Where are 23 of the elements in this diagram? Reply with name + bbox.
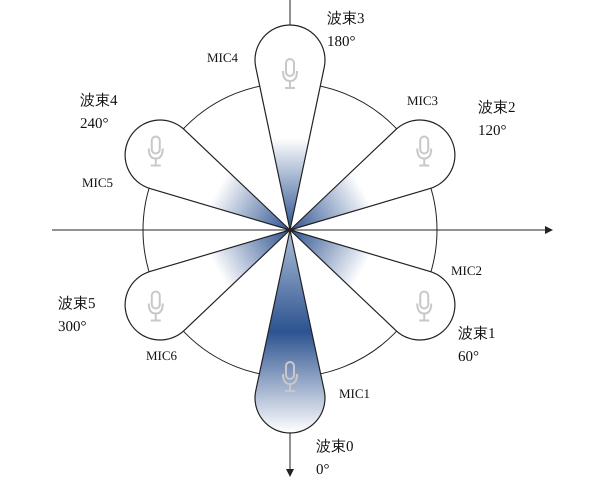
beam-label: 波束1 (458, 324, 496, 344)
beam-label: 波束3 (327, 10, 364, 29)
beam-label: 120° (478, 122, 508, 141)
mic-label: MIC3 (407, 93, 438, 109)
beam-label: 波束5 (58, 294, 96, 314)
beam-lobe (289, 119, 456, 231)
beam-label: 波束2 (478, 98, 516, 118)
beam-label: 波束0 (316, 438, 354, 457)
beam-label: 180° (327, 33, 356, 52)
mic-label: MIC2 (451, 263, 482, 279)
mic-label: MIC6 (146, 348, 178, 364)
mic-label: MIC1 (339, 386, 370, 402)
beam-label: 0° (316, 461, 330, 480)
beam-lobe (254, 229, 326, 434)
beam-lobe (254, 24, 326, 231)
beam-lobe (124, 119, 291, 231)
beam-label: 240° (80, 115, 110, 134)
beam-label: 300° (58, 318, 88, 337)
beam-label: 60° (458, 348, 480, 367)
beam-lobe (124, 229, 291, 341)
beam-label: 波束4 (80, 92, 118, 111)
mic-label: MIC5 (82, 175, 114, 191)
mic-label: MIC4 (207, 50, 238, 66)
